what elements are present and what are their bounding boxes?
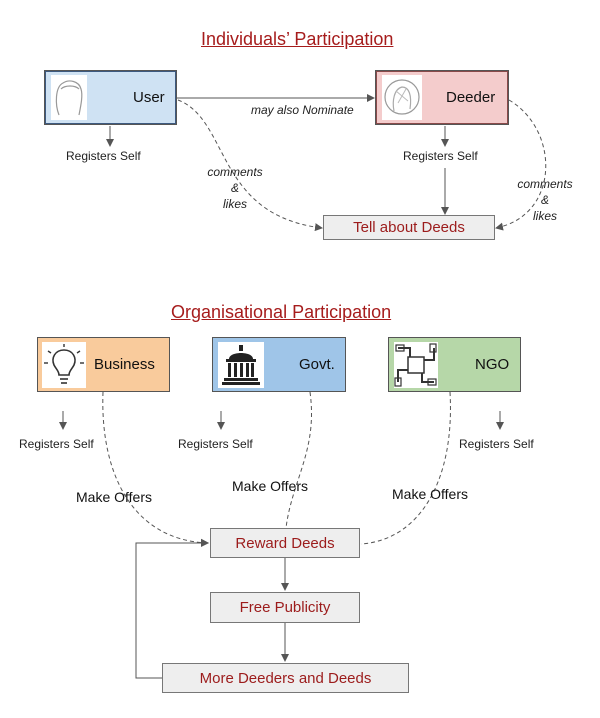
- ngo-node[interactable]: NGO: [388, 337, 521, 392]
- feedback-loop-arrow: [135, 539, 209, 679]
- tell-about-deeds-box[interactable]: Tell about Deeds: [323, 215, 495, 240]
- user-label: User: [133, 89, 165, 106]
- govt-label: Govt.: [299, 356, 335, 373]
- business-node[interactable]: Business: [37, 337, 170, 392]
- business-offers-curve: [102, 391, 209, 547]
- free-publicity-box[interactable]: Free Publicity: [210, 592, 360, 623]
- ngo-label: NGO: [475, 356, 510, 373]
- reward-deeds-box[interactable]: Reward Deeds: [210, 528, 360, 558]
- ngo-registers-text: Registers Self: [459, 437, 534, 451]
- more-deeders-box[interactable]: More Deeders and Deeds: [162, 663, 409, 693]
- user-comments-curve: [177, 99, 323, 232]
- business-offers-text: Make Offers: [76, 489, 152, 505]
- deeder-node[interactable]: Deeder: [375, 70, 509, 125]
- government-building-icon: [218, 342, 264, 388]
- organisational-title: Organisational Participation: [171, 302, 392, 322]
- govt-registers-text: Registers Self: [178, 437, 253, 451]
- person-head-icon: [382, 75, 422, 120]
- business-label: Business: [94, 356, 155, 373]
- business-registers-text: Registers Self: [19, 437, 94, 451]
- nominate-text: may also Nominate: [251, 103, 354, 117]
- individuals-title: Individuals’ Participation: [201, 29, 394, 49]
- govt-offers-text: Make Offers: [232, 478, 308, 494]
- comments-right-text: comments & likes: [517, 177, 573, 223]
- joined-hands-icon: [394, 342, 438, 388]
- user-node[interactable]: User: [44, 70, 177, 125]
- deeder-comments-curve: [495, 99, 547, 231]
- user-registers-text: Registers Self: [66, 149, 141, 163]
- ngo-offers-curve: [360, 391, 451, 545]
- govt-node[interactable]: Govt.: [212, 337, 346, 392]
- deeder-registers-text: Registers Self: [403, 149, 478, 163]
- lightbulb-icon: [42, 342, 86, 388]
- person-head-icon: [51, 75, 87, 120]
- comments-left-text: comments & likes: [207, 165, 263, 211]
- ngo-offers-text: Make Offers: [392, 486, 468, 502]
- deeder-label: Deeder: [446, 89, 496, 106]
- govt-offers-curve: [285, 391, 312, 529]
